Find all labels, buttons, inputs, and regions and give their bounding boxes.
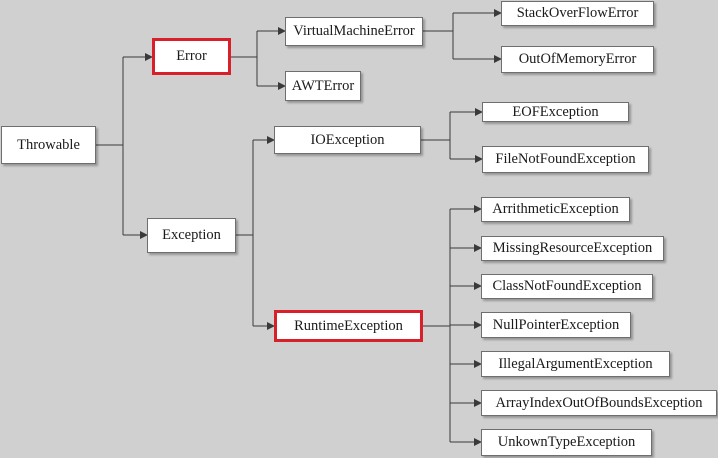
node-missing-resource-exception: MissingResourceException: [481, 236, 664, 261]
node-throwable: Throwable: [1, 126, 96, 164]
node-class-not-found-exception: ClassNotFoundException: [481, 274, 653, 299]
node-out-of-memory-error: OutOfMemoryError: [501, 46, 654, 73]
node-arithmetic-exception: ArrithmeticException: [481, 197, 630, 222]
node-array-index-out-of-bounds-exception: ArrayIndexOutOfBoundsException: [481, 390, 717, 416]
connector-vm-error-trunk: [423, 13, 454, 59]
connector-throwable-trunk: [96, 57, 124, 235]
node-illegal-argument-exception: IllegalArgumentException: [481, 351, 670, 377]
node-io-exception: IOException: [274, 126, 421, 154]
connector-runtime-exception-trunk: [423, 209, 451, 442]
node-unknown-type-exception: UnkownTypeException: [481, 429, 652, 456]
node-eof-exception: EOFException: [482, 102, 629, 122]
node-error: Error: [152, 38, 231, 75]
connector-exception-trunk: [236, 140, 254, 326]
node-null-pointer-exception: NullPointerException: [481, 312, 631, 338]
connector-error-trunk: [231, 31, 258, 86]
node-awt-error: AWTError: [285, 71, 361, 101]
node-virtual-machine-error: VirtualMachineError: [285, 17, 423, 46]
node-stack-overflow-error: StackOverFlowError: [501, 1, 654, 26]
node-file-not-found-exception: FileNotFoundException: [482, 146, 649, 173]
node-exception: Exception: [147, 218, 236, 253]
connector-io-exception-trunk: [421, 112, 451, 159]
node-runtime-exception: RuntimeException: [274, 310, 423, 342]
